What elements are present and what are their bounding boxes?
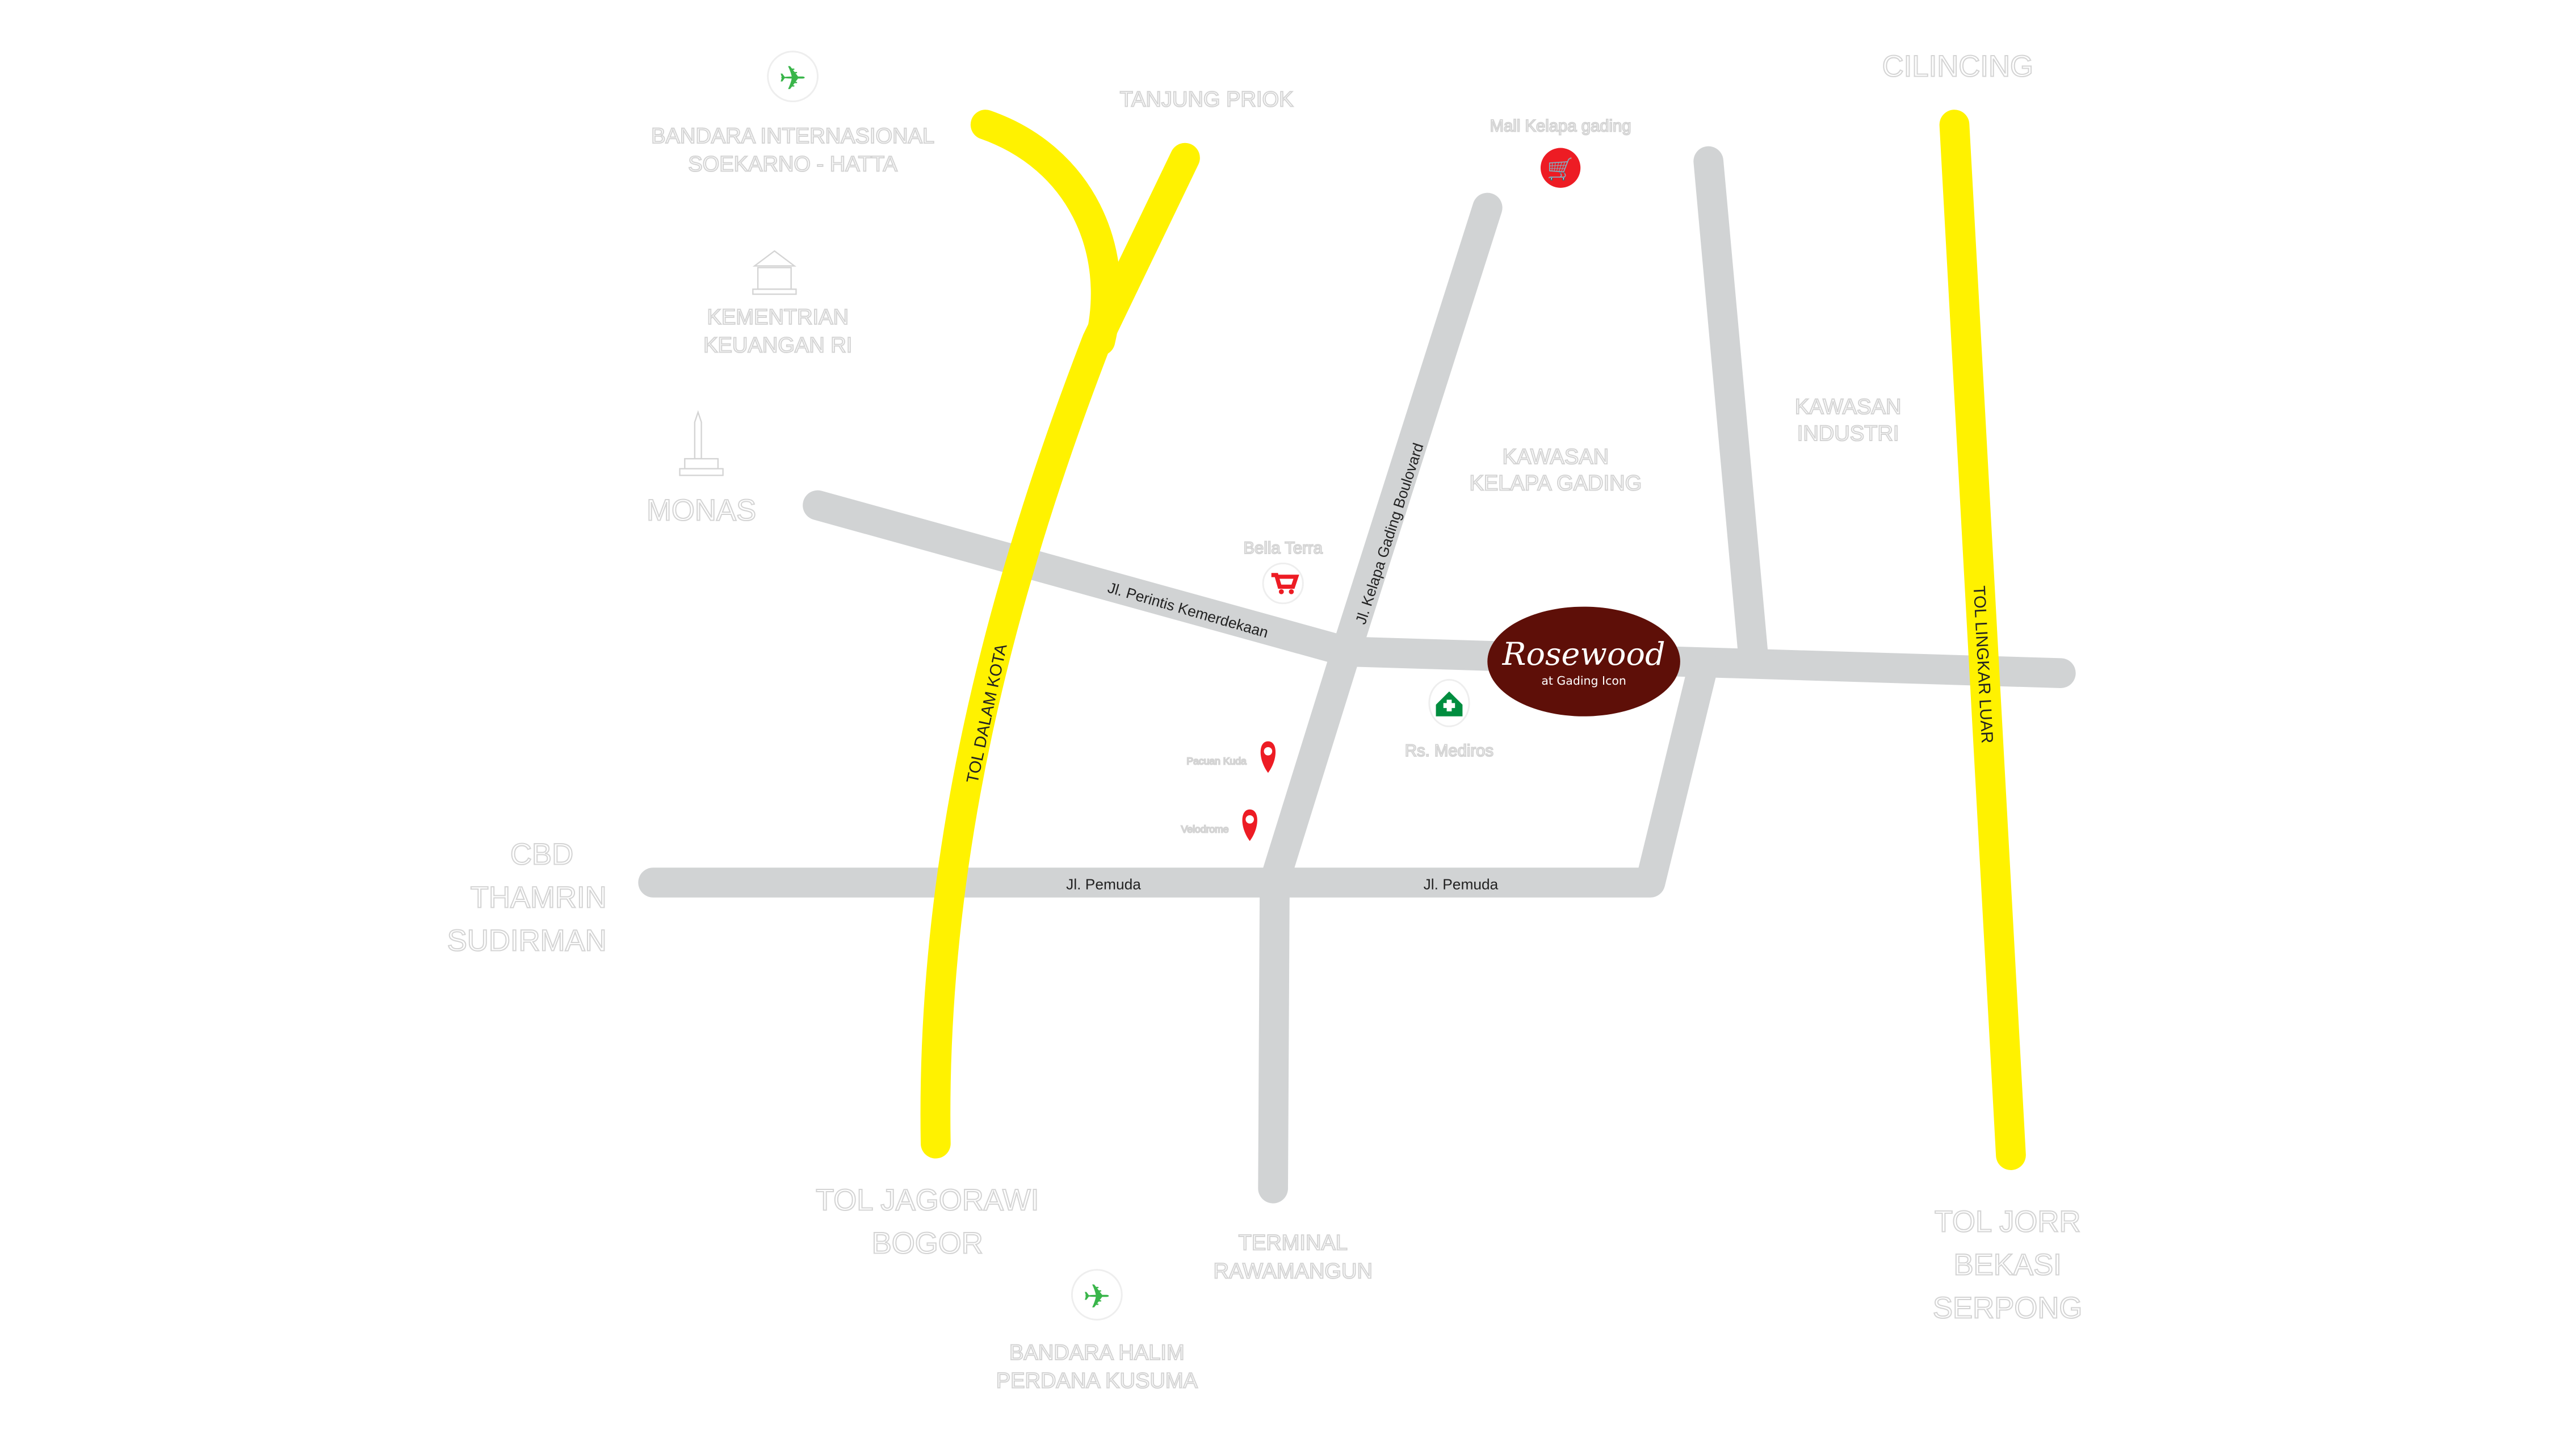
cbd-label-1: CBD [510,837,573,871]
airport-icon-soetta: ✈ [767,51,819,103]
toll-roads [920,110,2026,1171]
monas-label: MONAS [647,493,756,527]
svg-text:✈: ✈ [1083,1277,1111,1316]
toll-dalam-kota-branch [970,110,1121,356]
kawasan-kelapa-gading-label-1: KAWASAN [1503,445,1609,469]
jorr-label-1: TOL JORR [1935,1205,2081,1238]
mall-kelapa-gading-label: Mall Kelapa gading [1490,117,1631,135]
cart-icon-mall: 🛒 [1540,148,1581,188]
brand-subtitle: at Gading Icon [1541,674,1626,688]
jagorawi-label-2: BOGOR [872,1226,983,1260]
kemenkeu-label-2: KEUANGAN RI [703,334,852,358]
roads [638,146,2076,1204]
hospital-icon [1428,678,1470,727]
airport-icon-halim: ✈ [1071,1269,1123,1321]
road-pemuda-label-2: Jl. Pemuda [1424,875,1499,892]
pacuan-kuda-label: Pacuan Kuda [1186,756,1247,767]
museum-icon [752,250,797,295]
monument-icon [679,410,724,476]
velodrome-label: Velodrome [1181,824,1229,835]
rs-mediros-label: Rs. Mediros [1405,742,1493,760]
cilincing-label: CILINCING [1882,50,2033,83]
pin-icon-velodrome [1242,809,1257,841]
soetta-label-2: SOEKARNO - HATTA [688,153,897,177]
road-kelapa-gading [1258,192,1503,1204]
tanjung-priok-label: TANJUNG PRIOK [1120,87,1294,111]
jorr-label-3: SERPONG [1933,1292,2083,1325]
cart-icon-bella-terra [1262,562,1304,605]
kawasan-industri-label-2: INDUSTRI [1797,422,1899,446]
toll-dalam-kota [920,142,1200,1159]
soetta-label-1: BANDARA INTERNASIONAL [651,124,934,148]
toll-lingkar-luar [1939,110,2026,1171]
brand-name: Rosewood [1502,636,1665,673]
rosewood-logo[interactable]: Rosewood at Gading Icon [1487,606,1680,716]
bella-terra-label: Bella Terra [1244,539,1323,558]
kawasan-industri-label-1: KAWASAN [1795,395,1901,419]
rawamangun-label-2: RAWAMANGUN [1214,1259,1373,1283]
road-pemuda-label-1: Jl. Pemuda [1066,875,1141,892]
road-industri [1693,146,1769,672]
kemenkeu-label-1: KEMENTRIAN [707,305,849,329]
rawamangun-label-1: TERMINAL [1239,1231,1348,1255]
svg-text:✈: ✈ [779,59,807,98]
cbd-label-3: SUDIRMAN [447,924,607,958]
jagorawi-label-1: TOL JAGORAWI [816,1183,1039,1217]
halim-label-2: PERDANA KUSUMA [996,1369,1198,1393]
svg-text:🛒: 🛒 [1547,156,1574,181]
jorr-label-2: BEKASI [1953,1248,2061,1281]
pin-icon-pacuan-kuda [1260,741,1276,773]
road-pemuda [638,649,1719,898]
cbd-label-2: THAMRIN [471,881,607,914]
kawasan-kelapa-gading-label-2: KELAPA GADING [1469,472,1642,496]
halim-label-1: BANDARA HALIM [1009,1341,1185,1365]
